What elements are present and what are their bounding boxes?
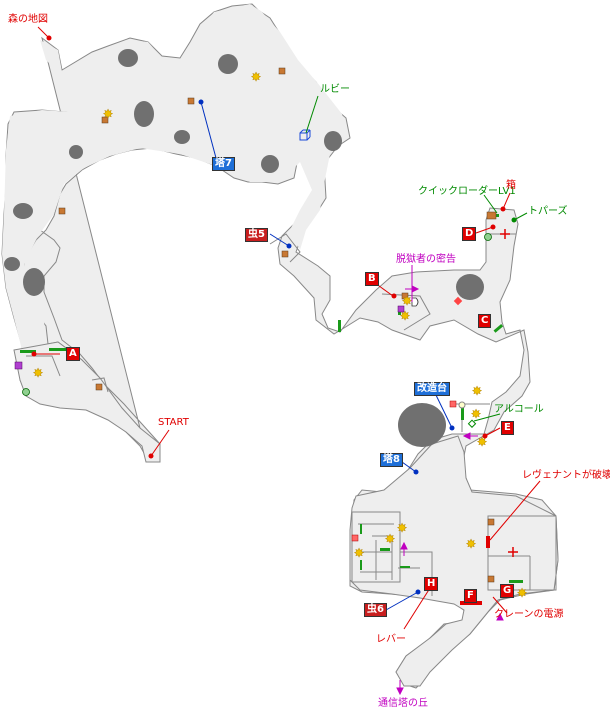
star-icon: ✸ (385, 532, 395, 546)
chest-icon (486, 211, 497, 220)
yellow-circle-icon (458, 401, 466, 409)
chest-icon (487, 575, 495, 583)
star-icon: ✸ (466, 537, 476, 551)
red-gate (460, 601, 482, 605)
southwest-floor (13, 341, 161, 463)
label-alcohol: アルコール (494, 404, 544, 415)
rock (261, 155, 279, 173)
label-bug5: 虫5 (245, 228, 268, 242)
star-icon: ✸ (517, 586, 527, 600)
rock (456, 274, 484, 300)
door (461, 408, 464, 420)
rock (134, 101, 154, 127)
marker-e: E (501, 421, 514, 435)
arrow-down-icon (396, 687, 404, 696)
label-topaz: トパーズ (528, 206, 568, 217)
chest-icon (487, 518, 495, 526)
label-forest-map: 森の地図 (8, 14, 48, 25)
southeast-floor (349, 435, 559, 687)
label-bug6: 虫6 (364, 603, 387, 617)
rock (69, 145, 83, 159)
door (509, 580, 523, 583)
star-icon: ✸ (471, 407, 481, 421)
door (400, 566, 410, 568)
label-comm-tower-hill: 通信塔の丘 (378, 698, 428, 709)
label-crane-power: クレーンの電源 (494, 609, 564, 620)
chest-icon (278, 67, 286, 75)
rock (324, 131, 342, 151)
chest-icon (101, 116, 109, 124)
purple-square-icon (397, 305, 405, 313)
label-quick-loader: クイックローダーLV1 (418, 186, 516, 197)
red-square-icon (351, 534, 359, 542)
label-kaizoudai: 改造台 (414, 382, 450, 396)
star-icon: ✸ (400, 309, 410, 323)
chest-icon (281, 250, 289, 258)
marker-h: H (424, 577, 439, 591)
room-west (351, 511, 401, 583)
notice-icon (411, 297, 419, 307)
star-icon: ✸ (33, 366, 43, 380)
red-gate (486, 536, 490, 548)
chest-icon (95, 383, 103, 391)
forest-north-floor (2, 4, 348, 350)
star-icon: ✸ (397, 521, 407, 535)
label-tower7: 塔7 (212, 157, 235, 171)
star-icon: ✸ (402, 294, 412, 308)
chest-icon (187, 97, 195, 105)
room-east (487, 515, 557, 591)
label-box: 箱 (506, 180, 516, 191)
door (20, 350, 36, 353)
door (360, 524, 362, 534)
rock (4, 257, 20, 271)
label-revenant: レヴェナントが破壊 (522, 470, 610, 481)
red-square-icon (449, 400, 457, 408)
rock (118, 49, 138, 67)
rock (218, 54, 238, 74)
label-lever: レバー (376, 634, 406, 645)
marker-d: D (462, 227, 477, 241)
door (360, 560, 362, 570)
door (493, 324, 504, 333)
label-tower8: 塔8 (380, 453, 403, 467)
rock (23, 268, 45, 296)
door (338, 320, 341, 332)
star-icon: ✸ (472, 384, 482, 398)
red-diamond-icon (453, 296, 463, 306)
star-icon: ✸ (354, 546, 364, 560)
door (380, 548, 390, 551)
chest-icon (401, 292, 409, 300)
label-ruby: ルビー (320, 84, 350, 95)
green-diamond-icon (467, 419, 477, 428)
star-icon: ✸ (103, 107, 113, 121)
label-prison-break: 脱獄者の密告 (396, 254, 456, 265)
marker-f: F (464, 589, 477, 603)
rock (13, 203, 33, 219)
door (49, 348, 67, 351)
marker-a: A (66, 347, 80, 361)
green-circle-icon (484, 233, 492, 241)
marker-c: C (478, 314, 492, 328)
chest-icon (58, 207, 66, 215)
star-icon: ✸ (477, 435, 487, 449)
purple-square-icon (14, 361, 23, 370)
marker-b: B (365, 272, 379, 286)
arrow-up-icon (496, 612, 504, 621)
rock (398, 403, 446, 447)
rock (174, 130, 190, 144)
label-start: START (158, 417, 189, 428)
star-icon: ✸ (251, 70, 261, 84)
green-circle-icon (22, 388, 30, 396)
marker-g: G (500, 584, 515, 598)
